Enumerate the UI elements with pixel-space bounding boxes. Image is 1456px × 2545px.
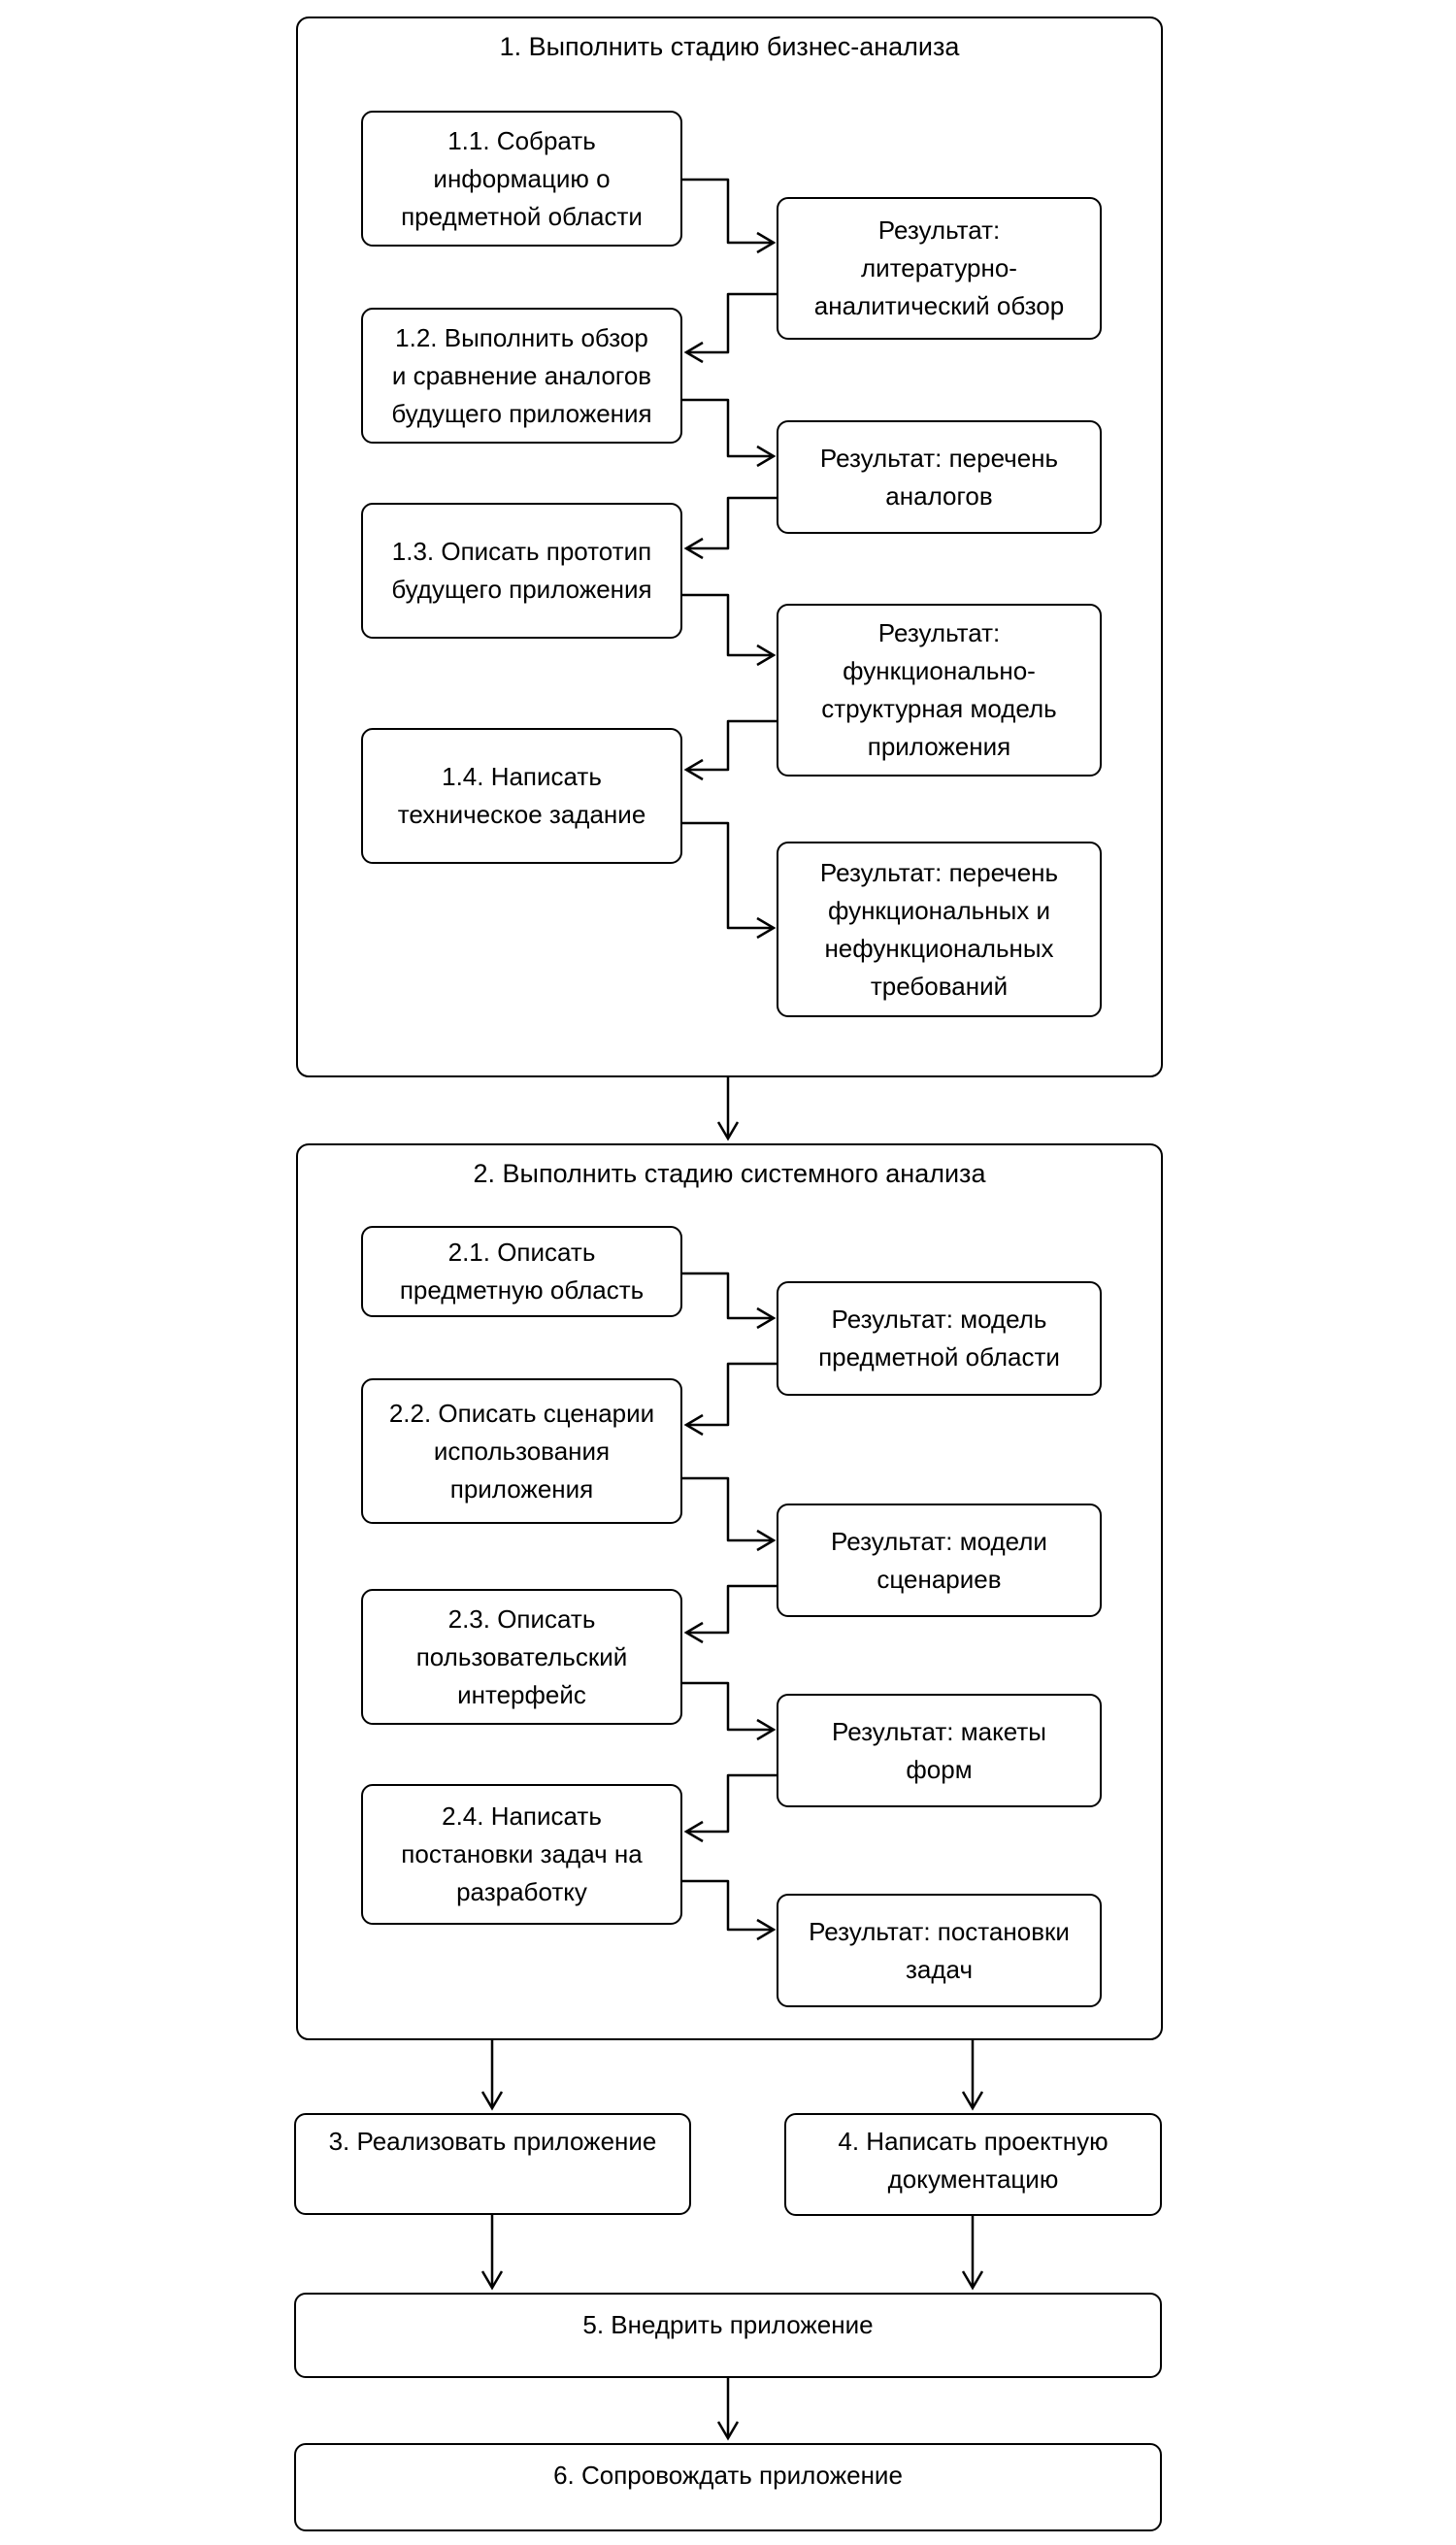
task-2-1-node: 2.1. Описать предметную область <box>361 1226 682 1317</box>
stage-6-maintain-box: 6. Сопровождать приложение <box>294 2443 1162 2531</box>
task-1-2-node: 1.2. Выполнить обзор и сравнение аналого… <box>361 308 682 444</box>
stage-4-documentation-box: 4. Написать проектную документацию <box>784 2113 1162 2216</box>
result-1-4-node: Результат: перечень функциональных и неф… <box>777 842 1102 1017</box>
task-2-4-node: 2.4. Написать постановки задач на разраб… <box>361 1784 682 1925</box>
result-1-2-node: Результат: перечень аналогов <box>777 420 1102 534</box>
stage-5-deploy-box: 5. Внедрить приложение <box>294 2293 1162 2378</box>
stage-3-implement-box: 3. Реализовать приложение <box>294 2113 691 2215</box>
stage-2-title: 2. Выполнить стадию системного анализа <box>473 1159 986 1188</box>
result-2-3-node: Результат: макеты форм <box>777 1694 1102 1807</box>
task-2-2-node: 2.2. Описать сценарии использования прил… <box>361 1378 682 1524</box>
result-2-4-node: Результат: постановки задач <box>777 1894 1102 2007</box>
task-1-1-node: 1.1. Собрать информацию о предметной обл… <box>361 111 682 247</box>
result-1-3-node: Результат: функционально- структурная мо… <box>777 604 1102 777</box>
result-1-1-node: Результат: литературно- аналитический об… <box>777 197 1102 340</box>
task-1-4-node: 1.4. Написать техническое задание <box>361 728 682 864</box>
result-2-1-node: Результат: модель предметной области <box>777 1281 1102 1396</box>
stage-1-title: 1. Выполнить стадию бизнес-анализа <box>499 32 960 61</box>
task-1-3-node: 1.3. Описать прототип будущего приложени… <box>361 503 682 639</box>
task-2-3-node: 2.3. Описать пользовательский интерфейс <box>361 1589 682 1725</box>
result-2-2-node: Результат: модели сценариев <box>777 1504 1102 1617</box>
